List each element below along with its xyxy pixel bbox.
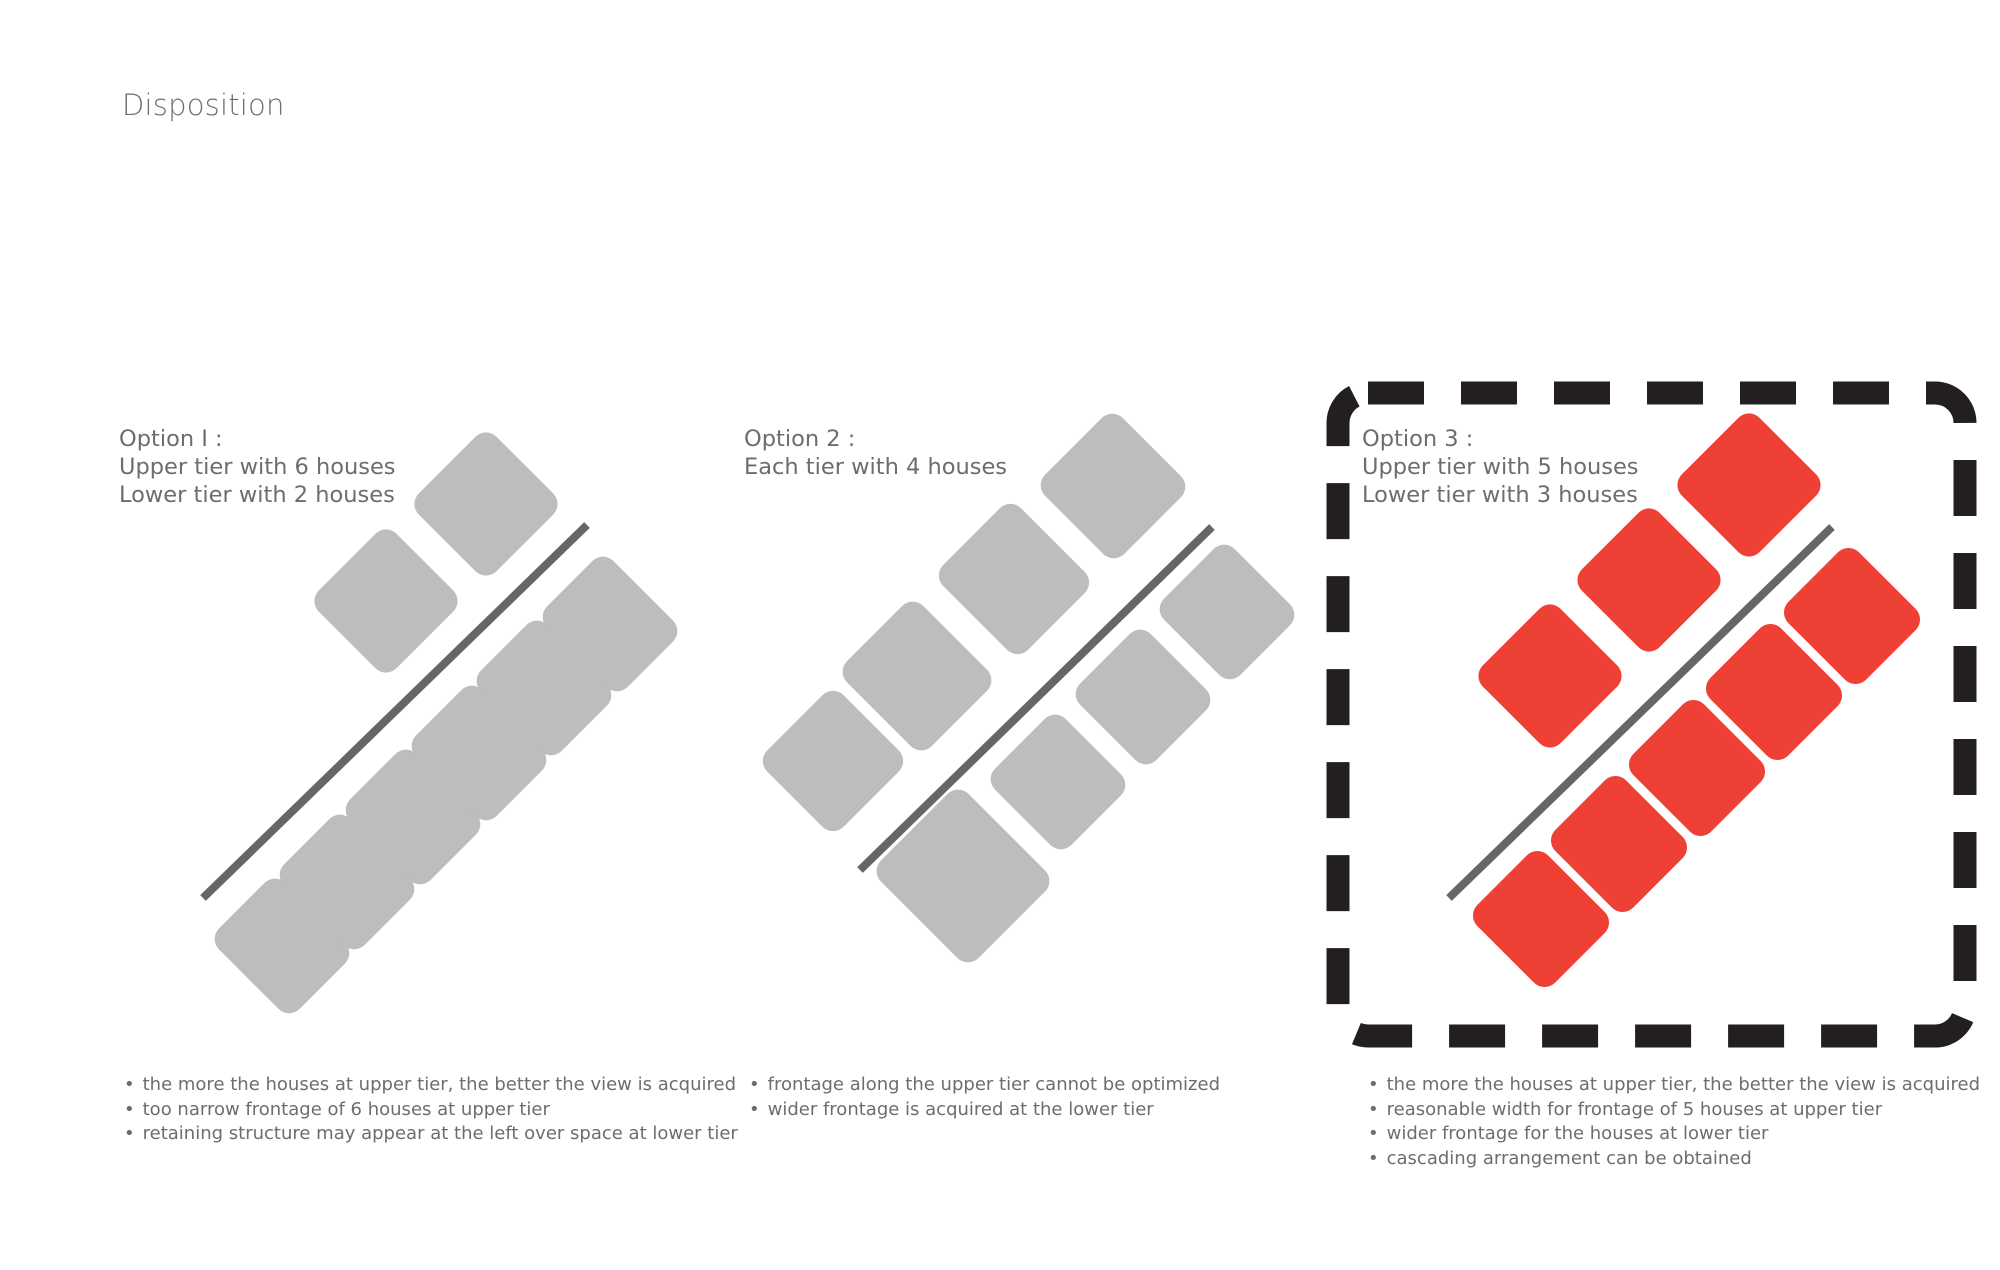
option-2-diagram <box>762 413 1295 963</box>
upper-tier-house <box>279 814 415 950</box>
upper-tier-house <box>1159 544 1295 680</box>
option-1-heading-line: Lower tier with 2 houses <box>119 482 395 508</box>
option-3-heading-line: Lower tier with 3 houses <box>1362 482 1638 508</box>
option-3-note: reasonable width for frontage of 5 house… <box>1368 1098 1980 1123</box>
option-2-heading-line: Each tier with 4 houses <box>744 454 1008 480</box>
option-3-heading-line: Option 3 : <box>1362 426 1474 452</box>
page-title: Disposition <box>122 88 285 122</box>
option-1-heading-line: Option I : <box>119 426 223 452</box>
option-3-note: the more the houses at upper tier, the b… <box>1368 1073 1980 1098</box>
option-2-heading-line: Option 2 : <box>744 426 856 452</box>
lower-tier-house <box>314 529 458 673</box>
upper-tier-house <box>1075 629 1211 765</box>
option-1-note: retaining structure may appear at the le… <box>124 1122 738 1147</box>
lower-tier-house <box>414 432 558 576</box>
upper-tier-house <box>1783 547 1921 685</box>
selected-option-frame <box>1326 381 1977 1048</box>
upper-tier-house <box>1705 623 1843 761</box>
upper-tier-house <box>1628 699 1766 837</box>
option-1-heading-line: Upper tier with 6 houses <box>119 454 396 480</box>
option-3-notes: the more the houses at upper tier, the b… <box>1368 1073 1980 1171</box>
lower-tier-house <box>1478 604 1622 748</box>
upper-tier-house <box>1472 850 1610 988</box>
option-2-note: wider frontage is acquired at the lower … <box>749 1098 1220 1123</box>
option-3-heading: Option 3 : Upper tier with 5 houses Lowe… <box>1362 425 1639 509</box>
option-3-diagram <box>1326 381 1977 1048</box>
option-1-notes: the more the houses at upper tier, the b… <box>124 1073 738 1147</box>
road-line <box>200 522 590 901</box>
lower-tier-house <box>1040 413 1186 559</box>
lower-tier-house <box>938 503 1090 655</box>
upper-tier-house <box>345 749 481 885</box>
option-1-diagram <box>200 432 678 1014</box>
upper-tier-house <box>990 714 1126 850</box>
upper-tier-house <box>411 685 547 821</box>
road-line <box>857 524 1215 873</box>
option-2-heading: Option 2 : Each tier with 4 houses <box>744 425 1007 481</box>
option-1-note: the more the houses at upper tier, the b… <box>124 1073 738 1098</box>
lower-tier-house <box>762 690 904 832</box>
road-line <box>1446 524 1835 901</box>
option-2-note: frontage along the upper tier cannot be … <box>749 1073 1220 1098</box>
option-3-heading-line: Upper tier with 5 houses <box>1362 454 1639 480</box>
lower-tier-house <box>1577 508 1721 652</box>
upper-tier-house <box>476 620 612 756</box>
upper-tier-house <box>542 556 678 692</box>
option-3-note: cascading arrangement can be obtained <box>1368 1147 1980 1172</box>
upper-tier-house <box>1550 775 1688 913</box>
option-3-note: wider frontage for the houses at lower t… <box>1368 1122 1980 1147</box>
lower-tier-house <box>842 601 992 751</box>
option-2-notes: frontage along the upper tier cannot be … <box>749 1073 1220 1122</box>
option-1-heading: Option I : Upper tier with 6 houses Lowe… <box>119 425 396 509</box>
lower-tier-house <box>1677 413 1821 557</box>
upper-tier-house <box>876 789 1050 963</box>
option-1-note: too narrow frontage of 6 houses at upper… <box>124 1098 738 1123</box>
upper-tier-house <box>214 878 350 1014</box>
